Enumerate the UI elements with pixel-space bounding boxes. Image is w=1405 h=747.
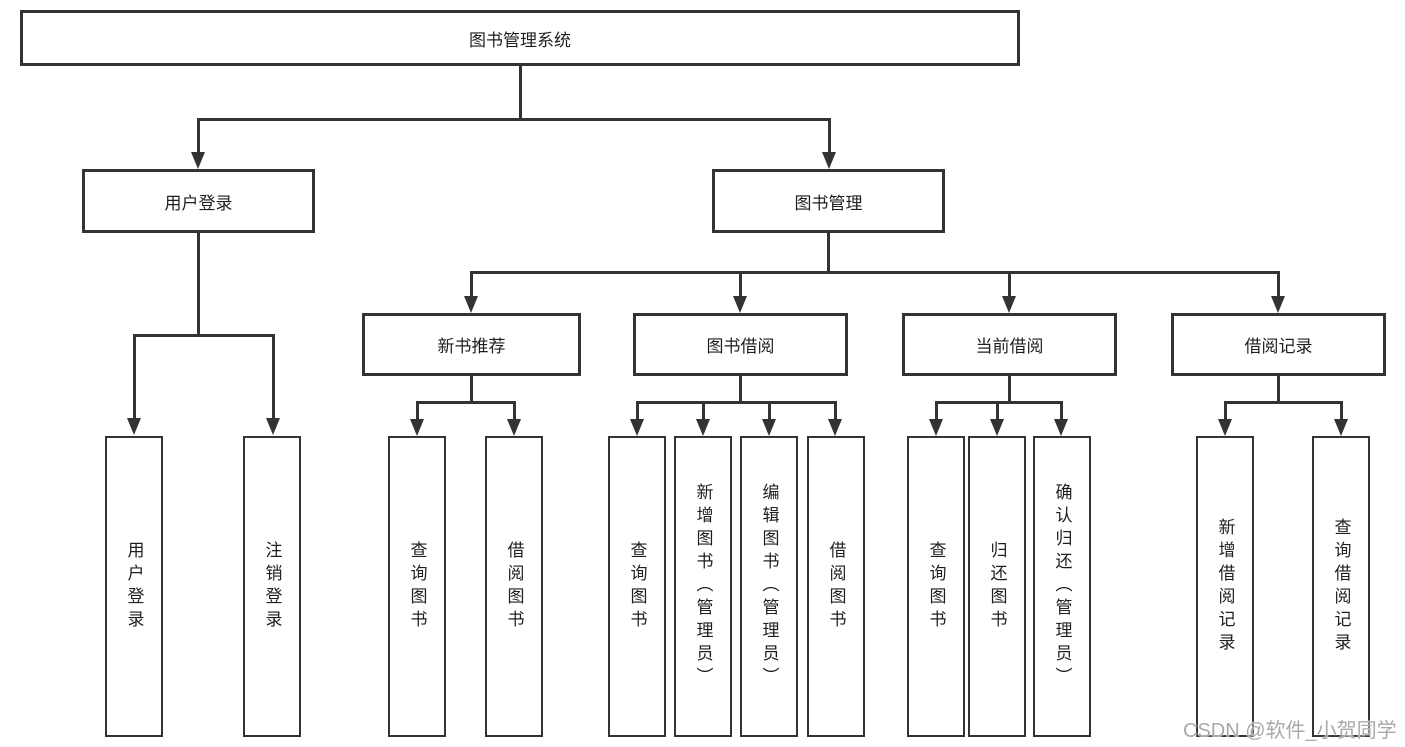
node-label: 图书管理系统	[469, 30, 571, 50]
connector-line	[133, 334, 136, 420]
connector-line	[1277, 376, 1280, 404]
arrow-down-icon	[266, 418, 280, 435]
leaf-borrow-books: 借阅图书	[807, 436, 865, 737]
leaf-label: 新增借阅记录	[1215, 517, 1235, 656]
arrow-down-icon	[127, 418, 141, 435]
node-label: 图书借阅	[706, 337, 775, 356]
arrow-down-icon	[822, 152, 836, 169]
leaf-label: 编辑图书（管理员）	[759, 483, 779, 690]
arrow-down-icon	[507, 419, 521, 436]
connector-line	[935, 401, 938, 420]
leaf-label: 用户登录	[124, 540, 144, 633]
connector-line	[768, 401, 771, 420]
connector-line	[1060, 401, 1063, 420]
leaf-query-books-borrowing: 查询图书	[608, 436, 666, 737]
arrow-down-icon	[696, 419, 710, 436]
connector-line	[1008, 271, 1011, 297]
connector-line	[416, 401, 516, 404]
leaf-label: 借阅图书	[826, 540, 846, 633]
node-label: 用户登录	[164, 193, 233, 213]
leaf-label: 查询图书	[407, 540, 427, 633]
leaf-label: 新增图书（管理员）	[693, 483, 713, 690]
node-book-borrowing: 图书借阅	[633, 313, 848, 376]
connector-line	[827, 233, 830, 274]
connector-line	[197, 118, 200, 154]
leaf-return-books: 归还图书	[968, 436, 1026, 737]
arrow-down-icon	[1218, 419, 1232, 436]
connector-line	[636, 401, 639, 420]
leaf-edit-books-admin: 编辑图书（管理员）	[740, 436, 798, 737]
leaf-label: 查询图书	[627, 540, 647, 633]
node-new-book-recommendation: 新书推荐	[362, 313, 581, 376]
connector-line	[1224, 401, 1342, 404]
node-book-management: 图书管理	[712, 169, 945, 233]
node-label: 新书推荐	[437, 337, 506, 356]
leaf-label: 借阅图书	[504, 540, 524, 633]
node-label: 当前借阅	[975, 337, 1044, 356]
connector-line	[1340, 401, 1343, 420]
leaf-query-books-current: 查询图书	[907, 436, 965, 737]
arrow-down-icon	[1334, 419, 1348, 436]
arrow-down-icon	[762, 419, 776, 436]
leaf-label: 查询图书	[926, 540, 946, 633]
arrow-down-icon	[191, 152, 205, 169]
arrow-down-icon	[733, 296, 747, 313]
leaf-label: 查询借阅记录	[1331, 517, 1351, 656]
connector-line	[702, 401, 705, 420]
leaf-query-borrow-record: 查询借阅记录	[1312, 436, 1370, 737]
connector-line	[739, 271, 742, 297]
connector-line	[1008, 376, 1011, 404]
connector-line	[197, 118, 831, 121]
connector-line	[1277, 271, 1280, 297]
arrow-down-icon	[990, 419, 1004, 436]
leaf-label: 归还图书	[987, 540, 1007, 633]
arrow-down-icon	[828, 419, 842, 436]
node-library-system: 图书管理系统	[20, 10, 1020, 66]
arrow-down-icon	[630, 419, 644, 436]
connector-line	[272, 334, 275, 420]
arrow-down-icon	[1271, 296, 1285, 313]
connector-line	[197, 233, 200, 337]
connector-line	[1224, 401, 1227, 420]
arrow-down-icon	[464, 296, 478, 313]
connector-line	[996, 401, 999, 420]
leaf-confirm-return-admin: 确认归还（管理员）	[1033, 436, 1091, 737]
leaf-user-login: 用户登录	[105, 436, 163, 737]
connector-line	[416, 401, 419, 420]
arrow-down-icon	[1002, 296, 1016, 313]
connector-line	[828, 118, 831, 154]
node-current-borrowing: 当前借阅	[902, 313, 1117, 376]
leaf-logout: 注销登录	[243, 436, 301, 737]
node-label: 图书管理	[794, 193, 863, 213]
leaf-label: 确认归还（管理员）	[1052, 483, 1072, 690]
leaf-label: 注销登录	[262, 540, 282, 633]
csdn-watermark: CSDN @软件_小贺同学	[1183, 720, 1397, 742]
node-borrowing-records: 借阅记录	[1171, 313, 1386, 376]
node-label: 借阅记录	[1244, 337, 1313, 356]
arrow-down-icon	[929, 419, 943, 436]
connector-line	[935, 401, 1063, 404]
leaf-add-books-admin: 新增图书（管理员）	[674, 436, 732, 737]
connector-line	[519, 65, 522, 119]
connector-line	[739, 376, 742, 404]
connector-line	[470, 376, 473, 404]
arrow-down-icon	[410, 419, 424, 436]
leaf-add-borrow-record: 新增借阅记录	[1196, 436, 1254, 737]
node-user-login: 用户登录	[82, 169, 315, 233]
leaf-borrow-books-recommend: 借阅图书	[485, 436, 543, 737]
connector-line	[513, 401, 516, 420]
connector-line	[636, 401, 837, 404]
connector-line	[834, 401, 837, 420]
connector-line	[470, 271, 1280, 274]
arrow-down-icon	[1054, 419, 1068, 436]
connector-line	[133, 334, 275, 337]
connector-line	[470, 271, 473, 297]
leaf-query-books-recommend: 查询图书	[388, 436, 446, 737]
